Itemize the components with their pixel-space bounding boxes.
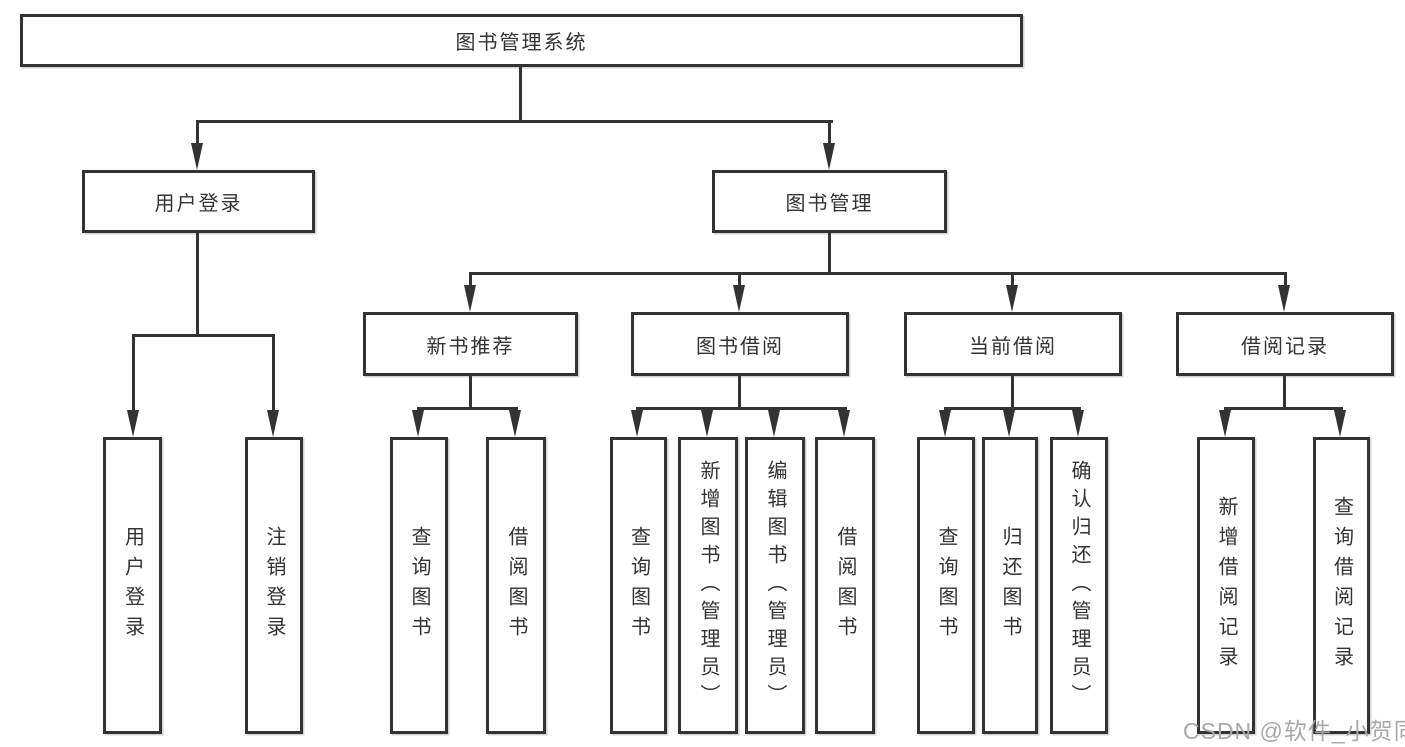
arrow-down-icon — [464, 285, 476, 312]
leaf-add-books-admin: 新增图书（管理员） — [678, 437, 738, 734]
arrow-down-icon — [939, 410, 951, 437]
connector-line — [196, 120, 833, 123]
connector-line — [738, 272, 741, 287]
arrow-down-icon — [127, 410, 139, 437]
connector-line — [519, 67, 522, 123]
node-user-login: 用户登录 — [82, 170, 315, 233]
leaf-query-books-borrowing: 查询图书 — [610, 437, 667, 734]
leaf-confirm-return-admin: 确认归还（管理员） — [1050, 437, 1108, 734]
connector-line — [417, 407, 518, 410]
leaf-borrow-books-borrowing: 借阅图书 — [815, 437, 875, 734]
leaf-query-books-current: 查询图书 — [917, 437, 975, 734]
connector-line — [1284, 272, 1287, 287]
connector-line — [1011, 272, 1014, 287]
arrow-down-icon — [733, 285, 745, 312]
arrow-down-icon — [1219, 410, 1231, 437]
connector-line — [469, 272, 472, 287]
leaf-borrow-books-recommend: 借阅图书 — [486, 437, 546, 734]
csdn-watermark: CSDN @软件_小贺同学 — [1183, 718, 1405, 744]
arrow-down-icon — [1334, 410, 1346, 437]
connector-line — [1011, 376, 1014, 410]
arrow-down-icon — [1006, 285, 1018, 312]
node-book-management: 图书管理 — [712, 170, 947, 233]
leaf-edit-books-admin: 编辑图书（管理员） — [745, 437, 805, 734]
leaf-user-login: 用户登录 — [103, 437, 162, 734]
connector-line — [828, 233, 831, 275]
connector-line — [132, 334, 135, 412]
node-library-management-system: 图书管理系统 — [20, 14, 1023, 67]
connector-line — [738, 376, 741, 410]
connector-line — [1224, 407, 1343, 410]
arrow-down-icon — [1003, 410, 1015, 437]
node-book-borrowing: 图书借阅 — [631, 312, 849, 376]
connector-line — [469, 376, 472, 410]
arrow-down-icon — [701, 410, 713, 437]
connector-line — [196, 233, 199, 337]
connector-line — [944, 407, 1081, 410]
leaf-query-borrow-record: 查询借阅记录 — [1313, 437, 1370, 734]
arrow-down-icon — [267, 410, 279, 437]
connector-line — [1283, 376, 1286, 410]
arrow-down-icon — [509, 410, 521, 437]
node-current-borrowing: 当前借阅 — [904, 312, 1122, 376]
connector-line — [469, 272, 1287, 275]
arrow-down-icon — [838, 410, 850, 437]
arrow-down-icon — [1278, 285, 1290, 312]
leaf-return-books: 归还图书 — [982, 437, 1038, 734]
arrow-down-icon — [412, 410, 424, 437]
arrow-down-icon — [768, 410, 780, 437]
arrow-down-icon — [631, 410, 643, 437]
leaf-logout: 注销登录 — [245, 437, 303, 734]
connector-line — [132, 334, 275, 337]
node-new-book-recommendation: 新书推荐 — [363, 312, 578, 376]
arrow-down-icon — [191, 143, 203, 170]
node-borrowing-records: 借阅记录 — [1176, 312, 1394, 376]
arrow-down-icon — [823, 143, 835, 170]
leaf-add-borrow-record: 新增借阅记录 — [1197, 437, 1255, 734]
connector-line — [272, 334, 275, 412]
leaf-query-books-recommend: 查询图书 — [390, 437, 448, 734]
connector-line — [636, 407, 847, 410]
connector-line — [828, 120, 831, 146]
connector-line — [196, 120, 199, 146]
arrow-down-icon — [1072, 410, 1084, 437]
